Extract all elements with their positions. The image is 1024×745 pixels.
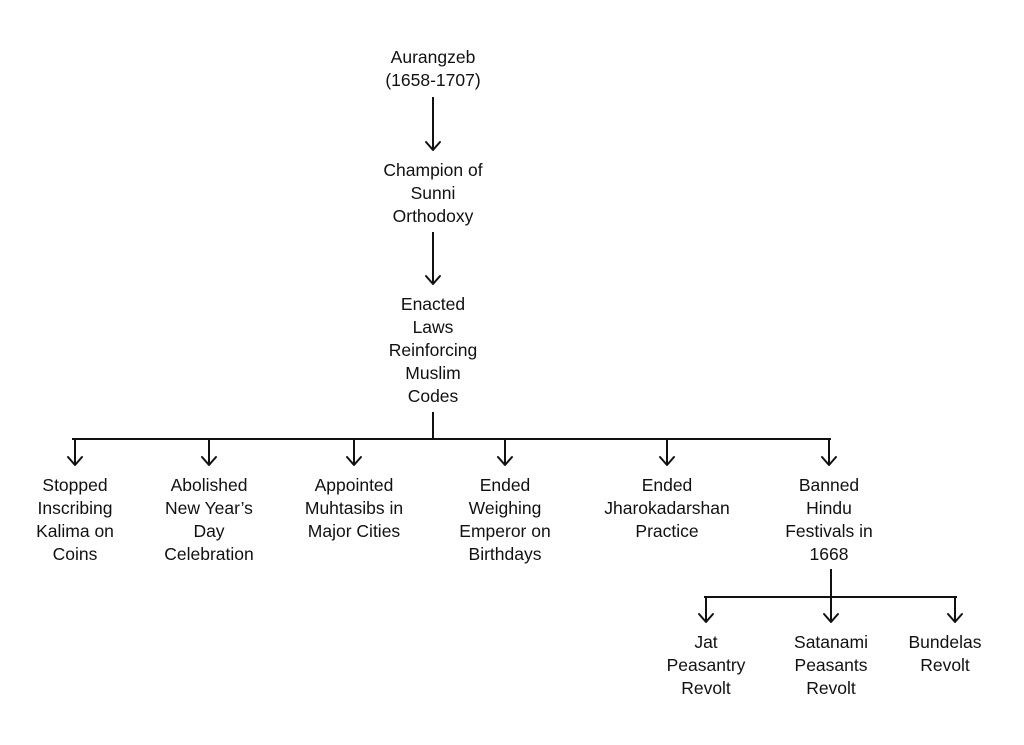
arrowhead xyxy=(659,456,675,466)
node-satanami-peasants-revolt: Satanami Peasants Revolt xyxy=(794,632,868,698)
node-ended-jharokadarshan: Ended Jharokadarshan Practice xyxy=(604,475,730,541)
arrowhead xyxy=(201,456,217,466)
node-abolished-new-year: Abolished New Year’s Day Celebration xyxy=(164,475,254,564)
node-aurangzeb: Aurangzeb (1658-1707) xyxy=(385,47,481,90)
arrowhead xyxy=(947,613,963,623)
node-jat-peasantry-revolt: Jat Peasantry Revolt xyxy=(666,632,746,698)
node-banned-hindu-festivals: Banned Hindu Festivals in 1668 xyxy=(785,475,873,564)
arrowhead xyxy=(425,275,441,285)
arrowhead xyxy=(821,456,837,466)
node-enacted-laws: Enacted Laws Reinforcing Muslim Codes xyxy=(388,294,478,406)
node-stopped-inscribing-kalima: Stopped Inscribing Kalima on Coins xyxy=(36,475,114,564)
arrowhead xyxy=(346,456,362,466)
node-ended-weighing-emperor: Ended Weighing Emperor on Birthdays xyxy=(459,475,551,564)
node-champion-of-sunni-orthodoxy: Champion of Sunni Orthodoxy xyxy=(383,160,483,226)
arrowhead xyxy=(67,456,83,466)
arrowhead xyxy=(823,613,839,623)
node-bundelas-revolt: Bundelas Revolt xyxy=(908,632,982,675)
arrowhead xyxy=(698,613,714,623)
arrowhead xyxy=(497,456,513,466)
arrowhead xyxy=(425,141,441,151)
node-appointed-muhtasibs: Appointed Muhtasibs in Major Cities xyxy=(304,475,404,541)
